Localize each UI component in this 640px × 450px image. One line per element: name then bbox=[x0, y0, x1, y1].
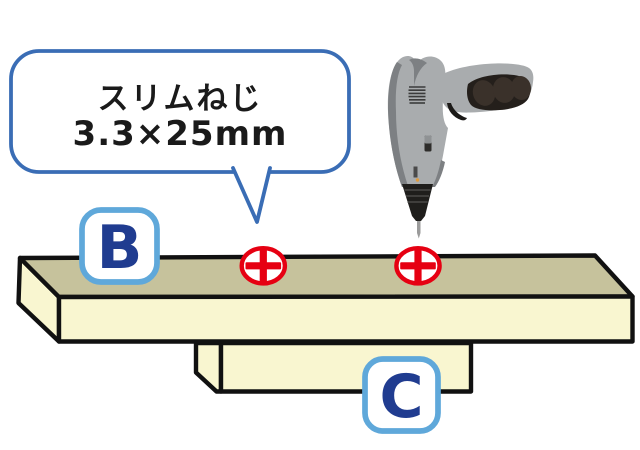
drill-body-shade-left bbox=[388, 62, 408, 187]
badge-b-letter: B bbox=[97, 213, 143, 283]
drill-body-shade-notch bbox=[409, 58, 427, 86]
label-badge-b: B bbox=[79, 207, 160, 285]
drill-accent-dot bbox=[415, 178, 420, 182]
callout-bubble-body bbox=[9, 49, 351, 174]
drill-grip-bump-1 bbox=[472, 80, 496, 106]
screw-position-marker-1 bbox=[242, 248, 285, 283]
callout-text-line1: スリムねじ bbox=[98, 81, 263, 117]
drill-grip-bump-3 bbox=[510, 76, 532, 100]
drill-vent-slots bbox=[408, 86, 426, 104]
label-badge-c: C bbox=[362, 356, 441, 434]
drill-grip-bump-2 bbox=[492, 77, 516, 103]
drill-bit bbox=[417, 221, 421, 239]
board-b bbox=[16, 253, 635, 344]
drill-label-strip bbox=[413, 166, 418, 178]
callout-bubble: スリムねじ 3.3×25mm bbox=[9, 49, 351, 224]
badge-c-box bbox=[362, 356, 441, 434]
drill-body bbox=[387, 55, 448, 187]
board-b-front-face bbox=[56, 294, 635, 344]
board-c-left-end-face bbox=[193, 340, 224, 394]
badge-c-letter: C bbox=[379, 362, 423, 432]
badge-b-box bbox=[79, 207, 160, 285]
drill-trigger bbox=[447, 103, 467, 121]
callout-bubble-tail bbox=[231, 166, 272, 224]
drill-switch-top bbox=[424, 135, 432, 144]
drill-driver-icon bbox=[387, 55, 534, 239]
callout-text-line2: 3.3×25mm bbox=[73, 114, 288, 154]
drill-body-shade-right bbox=[432, 160, 445, 187]
drill-chuck-ridges bbox=[404, 189, 431, 203]
screw-position-marker-2 bbox=[396, 248, 439, 283]
